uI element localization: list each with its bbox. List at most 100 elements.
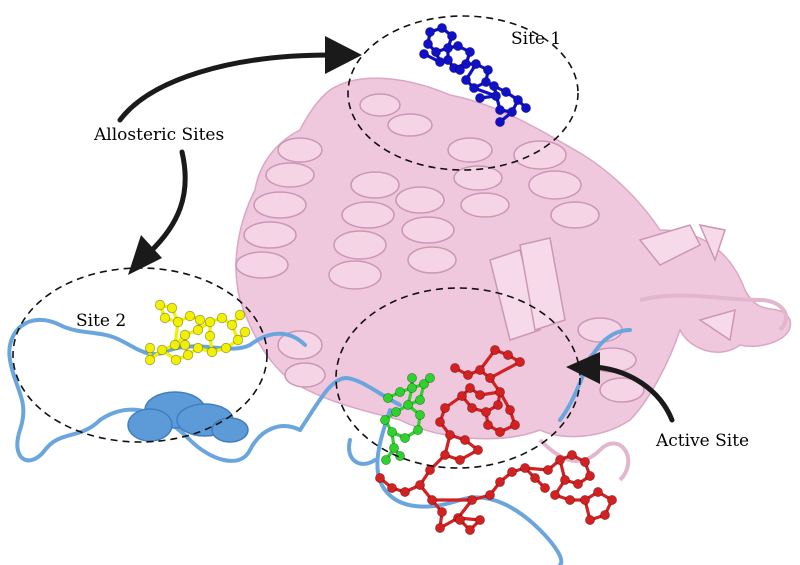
- ligand-atom: [530, 472, 541, 483]
- ligand-atom: [494, 117, 505, 128]
- ligand-atom: [560, 474, 571, 485]
- ligand-site-2: [144, 299, 251, 366]
- ligand-atom: [412, 424, 423, 435]
- ligand-atom: [472, 444, 483, 455]
- ligand-atom: [379, 414, 390, 425]
- ligand-atom: [506, 466, 517, 477]
- ligand-atom: [506, 107, 517, 118]
- ligand-atom: [504, 404, 515, 415]
- ligand-atom: [390, 406, 401, 417]
- active-site-label: Active Site: [655, 431, 749, 451]
- allosteric-sites-label: Allosteric Sites: [93, 125, 224, 145]
- ligand-atom: [513, 95, 524, 106]
- ligand-active-green: [379, 372, 435, 465]
- ligand-atom: [382, 392, 393, 403]
- ligand-atom: [402, 399, 413, 410]
- ligand-atom: [456, 390, 467, 401]
- ligand-atom: [192, 342, 204, 354]
- ligand-atom: [464, 525, 475, 536]
- ligand-atom: [179, 329, 191, 341]
- ligand-atom: [464, 382, 475, 393]
- ligand-atom: [226, 319, 238, 331]
- ligand-atom: [607, 494, 618, 505]
- protein-loop-2: [538, 438, 631, 482]
- ligand-atom: [388, 442, 399, 453]
- ligand-atom: [414, 394, 425, 405]
- ligand-atom: [182, 349, 194, 361]
- ligand-atom: [492, 399, 503, 410]
- ligand-atom: [494, 105, 505, 116]
- ligand-atom: [460, 59, 471, 70]
- helix-group: [235, 93, 645, 403]
- ligand-atom: [442, 43, 453, 54]
- ligand-atom: [593, 486, 604, 497]
- ligand-atom: [169, 339, 181, 351]
- ligand-atom: [580, 456, 591, 467]
- ligand-atom: [488, 81, 499, 92]
- ligand-atom: [436, 506, 447, 517]
- ligand-atom: [444, 429, 455, 440]
- ligand-atom: [565, 494, 576, 505]
- ligand-atom: [434, 416, 445, 427]
- arrow-to-site-1: [117, 36, 362, 123]
- ligand-atom: [232, 334, 244, 346]
- ligand-atom: [434, 57, 445, 68]
- ligand-atom: [484, 489, 495, 500]
- ligand-atom: [424, 372, 435, 383]
- ligand-atom: [490, 91, 501, 102]
- ligand-atom: [474, 364, 485, 375]
- ligand-atom: [509, 419, 520, 430]
- ligand-atom: [474, 93, 485, 104]
- ligand-atom: [550, 489, 561, 500]
- ligand-atom: [482, 419, 493, 430]
- ligand-site-1: [418, 22, 532, 128]
- ligand-atom: [464, 47, 475, 58]
- ligand-atom: [239, 326, 251, 338]
- ligand-atom: [172, 316, 184, 328]
- ligand-atom: [540, 482, 551, 493]
- ligand-atom: [394, 386, 405, 397]
- ligand-atom: [454, 515, 465, 526]
- ligand-atom: [494, 476, 505, 487]
- ligand-atom: [466, 402, 477, 413]
- ligand-atom: [459, 434, 470, 445]
- ligand-atom: [452, 41, 463, 52]
- ligand-atom: [462, 369, 473, 380]
- ligand-atom: [159, 312, 171, 324]
- ligand-atom: [144, 342, 156, 354]
- ligand-atom: [494, 426, 505, 437]
- ligand-atom: [585, 470, 596, 481]
- ligand-atom: [204, 330, 216, 342]
- ligand-atom: [474, 515, 485, 526]
- ligand-atom: [434, 523, 445, 534]
- ligand-atom: [414, 409, 425, 420]
- ligand-active-red: [374, 344, 618, 536]
- ligand-atom: [166, 302, 178, 314]
- beta-sheet: [489, 223, 736, 342]
- protein-cartoon: [235, 77, 792, 482]
- ligand-atom: [470, 59, 481, 70]
- ligand-atom: [543, 464, 554, 475]
- ligand-atom: [220, 342, 232, 354]
- ligand-atom: [154, 299, 166, 311]
- ligand-atom: [460, 75, 471, 86]
- ligand-atom: [386, 482, 397, 493]
- ligand-atom: [399, 432, 410, 443]
- ligand-atom: [418, 378, 429, 389]
- ligand-atom: [414, 479, 425, 490]
- ligand-atom: [482, 65, 493, 76]
- ligand-atom: [466, 494, 477, 505]
- ligand-atom: [192, 324, 204, 336]
- ligand-atom: [406, 382, 417, 393]
- site-1-label: Site 1: [511, 29, 561, 49]
- protein-loop: [639, 293, 789, 332]
- ligand-atom: [480, 77, 491, 88]
- ligand-atom: [234, 309, 246, 321]
- ligand-atom: [573, 478, 584, 489]
- ligand-atom: [422, 39, 433, 50]
- ligand-atom: [179, 339, 191, 351]
- ligand-atom: [468, 83, 479, 94]
- ligand-atom: [380, 454, 391, 465]
